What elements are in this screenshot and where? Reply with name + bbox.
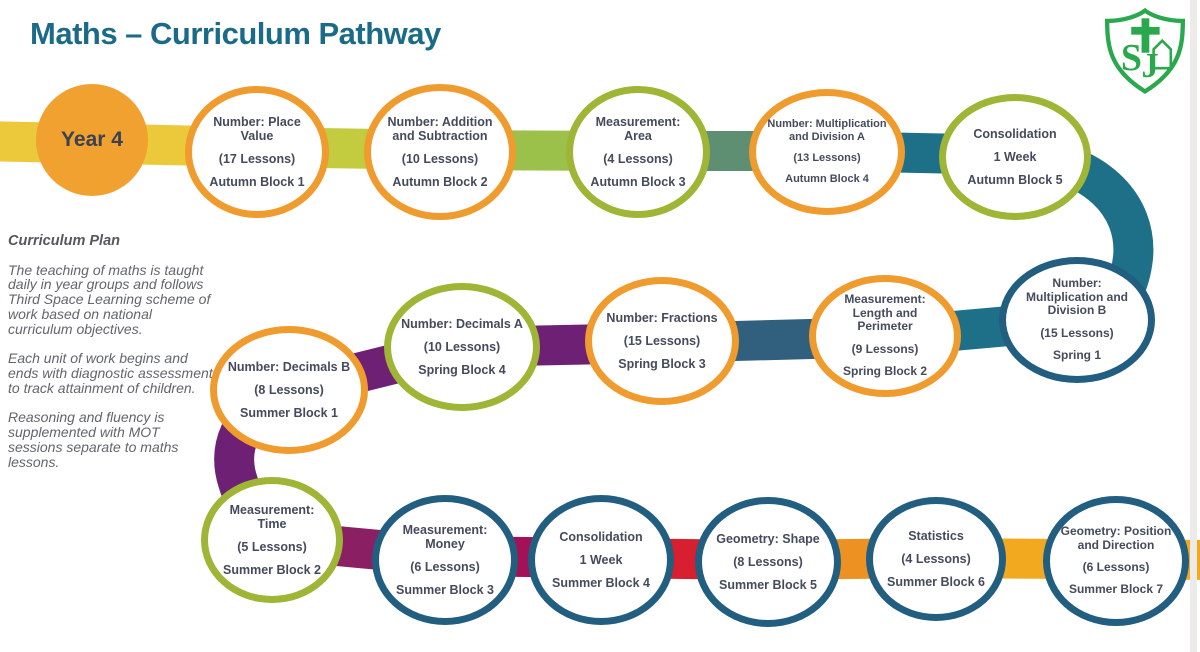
node-lessons: 1 Week [579, 553, 623, 567]
node-title: Measurement: Area [595, 115, 681, 143]
pathway-node-12: Measurement: Money (6 Lessons) Summer Bloc… [372, 495, 518, 625]
node-block: Autumn Block 3 [590, 175, 686, 189]
plan-paragraph: The teaching of maths is taught daily in… [8, 261, 211, 338]
pathway-node-6: Number: Multiplication and Division B (15… [999, 257, 1155, 383]
node-lessons: (10 Lessons) [423, 340, 501, 354]
plan-paragraph: Each unit of work begins and ends with d… [8, 350, 213, 397]
school-crest-logo: S J [1105, 8, 1185, 94]
pathway-node-4: Number: Multiplication and Division A (13… [749, 89, 905, 215]
node-block: Spring Block 3 [618, 357, 706, 371]
node-lessons: 1 Week [993, 150, 1037, 164]
node-lessons: (4 Lessons) [603, 152, 673, 166]
pathway-node-2: Number: Addition and Subtraction (10 Less… [364, 84, 516, 220]
pathway-node-10: Number: Decimals B (8 Lessons) Summer Bloc… [210, 326, 368, 454]
plan-paragraph: Reasoning and fluency is supplemented wi… [8, 409, 179, 471]
year-label: Year 4 [61, 128, 123, 151]
node-lessons: (10 Lessons) [401, 152, 479, 166]
page-edge [1190, 0, 1197, 652]
node-title: Geometry: Position and Direction [1060, 524, 1172, 552]
node-block: Summer Block 4 [552, 576, 650, 590]
pathway-node-14: Geometry: Shape (8 Lessons) Summer Block 5 [695, 497, 841, 627]
node-lessons: (8 Lessons) [733, 555, 803, 569]
pathway-node-9: Number: Decimals A (10 Lessons) Spring Blo… [384, 283, 540, 411]
node-lessons: (17 Lessons) [218, 152, 296, 166]
node-block: Summer Block 7 [1068, 582, 1164, 597]
pathway-node-7: Measurement: Length and Perimeter (9 Less… [809, 275, 961, 397]
pathway-node-3: Measurement: Area (4 Lessons) Autumn Block… [566, 86, 710, 218]
logo-initial-j: J [1142, 47, 1159, 85]
node-block: Summer Block 3 [396, 583, 494, 597]
node-lessons: (15 Lessons) [623, 334, 701, 348]
node-lessons: (6 Lessons) [410, 560, 480, 574]
node-block: Spring Block 2 [842, 364, 928, 379]
node-lessons: (15 Lessons) [1040, 325, 1114, 340]
pathway-node-1: Number: Place Value (17 Lessons) Autumn Bl… [185, 86, 329, 218]
node-block: Summer Block 1 [240, 406, 338, 420]
node-lessons: (9 Lessons) [851, 341, 919, 356]
node-title: Number: Multiplication and Division A [767, 118, 887, 143]
node-title: Geometry: Shape [716, 532, 820, 546]
node-block: Spring Block 4 [418, 363, 506, 377]
node-title: Number: Multiplication and Division B [1026, 276, 1128, 318]
node-block: Spring 1 [1052, 348, 1101, 363]
pathway-node-15: Statistics (4 Lessons) Summer Block 6 [866, 497, 1006, 621]
node-title: Number: Fractions [606, 311, 718, 325]
node-title: Measurement: Money [402, 523, 488, 551]
node-lessons: (8 Lessons) [254, 383, 324, 397]
pathway-node-16: Geometry: Position and Direction (6 Lesso… [1043, 496, 1189, 626]
pathway-node-8: Number: Fractions (15 Lessons) Spring Bloc… [585, 277, 739, 405]
node-block: Autumn Block 4 [785, 173, 869, 186]
cross-icon [1141, 18, 1150, 53]
node-block: Autumn Block 1 [209, 175, 305, 189]
node-title: Measurement: Time [229, 503, 315, 531]
plan-heading: Curriculum Plan [8, 233, 120, 249]
node-lessons: (5 Lessons) [237, 540, 307, 554]
node-lessons: (6 Lessons) [1082, 560, 1150, 574]
node-title: Number: Place Value [213, 115, 301, 143]
node-title: Statistics [908, 529, 964, 543]
node-title: Consolidation [559, 530, 643, 544]
node-title: Consolidation [973, 127, 1057, 141]
node-lessons: (4 Lessons) [901, 552, 971, 566]
node-title: Number: Decimals B [227, 360, 351, 374]
page-title: Maths – Curriculum Pathway [30, 16, 441, 51]
node-block: Autumn Block 2 [392, 175, 488, 189]
node-title: Number: Decimals A [401, 317, 523, 331]
shield-outline [1105, 8, 1185, 94]
node-block: Summer Block 6 [887, 575, 985, 589]
node-lessons: (13 Lessons) [793, 152, 861, 164]
church-icon [1152, 38, 1173, 70]
node-title: Number: Addition and Subtraction [387, 115, 493, 143]
logo-initial-s: S [1121, 37, 1142, 79]
node-block: Summer Block 5 [719, 578, 817, 592]
pathway-node-11: Measurement: Time (5 Lessons) Summer Block… [201, 477, 343, 603]
year-badge: Year 4 [36, 84, 148, 196]
node-block: Summer Block 2 [223, 563, 321, 577]
node-title: Measurement: Length and Perimeter [844, 292, 926, 334]
node-block: Autumn Block 5 [967, 173, 1063, 187]
curriculum-plan-text: Curriculum Plan The teaching of maths is… [8, 233, 216, 484]
